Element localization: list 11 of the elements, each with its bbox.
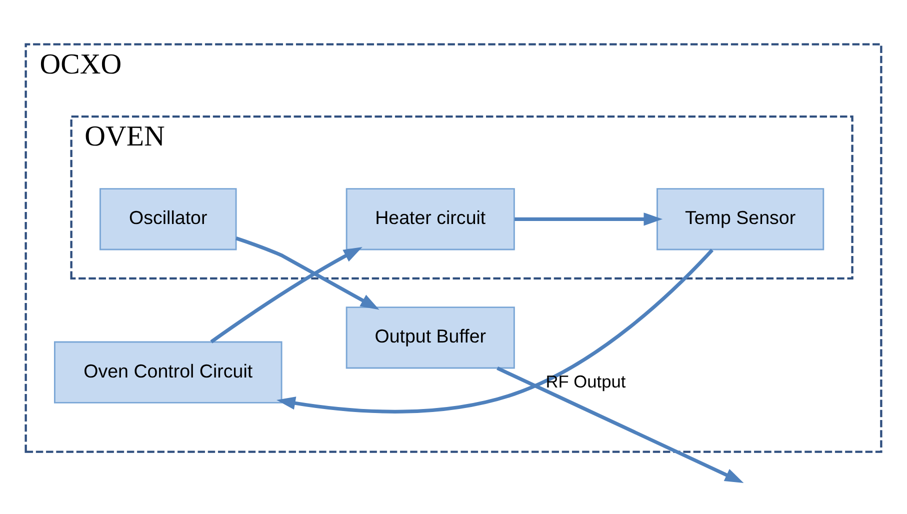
arrow [496, 366, 744, 483]
arrow [514, 212, 663, 226]
node-box: Oven Control Circuit [54, 341, 282, 404]
arrow [276, 248, 714, 414]
node-box: Temp Sensor [656, 188, 824, 250]
arrow [210, 247, 362, 344]
node-box: Oscillator [100, 188, 237, 250]
node-box: Output Buffer [346, 306, 515, 369]
arrow [236, 236, 380, 310]
node-box: Heater circuit [346, 188, 515, 250]
edge-label: RF Output [546, 372, 626, 392]
